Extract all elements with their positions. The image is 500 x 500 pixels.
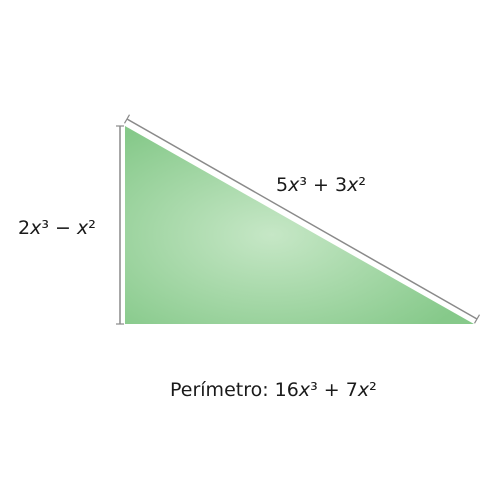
perimeter-coef1: 16: [268, 379, 299, 401]
hyp-exp2: ²: [358, 174, 366, 196]
left-exp2: ²: [88, 217, 96, 239]
hypotenuse-label: 5x³ + 3x²: [276, 176, 366, 195]
hyp-operator: +: [306, 174, 335, 196]
perimeter-coef2: 7: [345, 379, 358, 401]
left-side-label: 2x³ − x²: [18, 219, 96, 238]
perimeter-label: Perímetro: 16x³ + 7x²: [170, 381, 377, 400]
hypotenuse-dimension-line: [126, 118, 478, 320]
left-coef1: 2: [18, 217, 31, 239]
left-var1: x: [30, 217, 42, 239]
hypotenuse-tick-top: [123, 114, 131, 124]
hyp-coef1: 5: [276, 174, 289, 196]
perimeter-prefix: Perímetro:: [170, 379, 269, 401]
perimeter-exp1: ³: [310, 379, 318, 401]
hyp-var2: x: [347, 174, 359, 196]
perimeter-var2: x: [357, 379, 370, 401]
perimeter-exp2: ²: [369, 379, 377, 401]
hyp-var1: x: [288, 174, 300, 196]
right-triangle: [125, 126, 474, 324]
hyp-exp1: ³: [299, 174, 307, 196]
left-exp1: ³: [41, 217, 49, 239]
perimeter-operator: +: [317, 379, 346, 401]
hyp-coef2: 3: [334, 174, 348, 196]
left-var2: x: [76, 217, 89, 239]
perimeter-var1: x: [298, 379, 311, 401]
hypotenuse-tick-bottom: [473, 314, 481, 324]
left-operator: −: [48, 217, 77, 239]
